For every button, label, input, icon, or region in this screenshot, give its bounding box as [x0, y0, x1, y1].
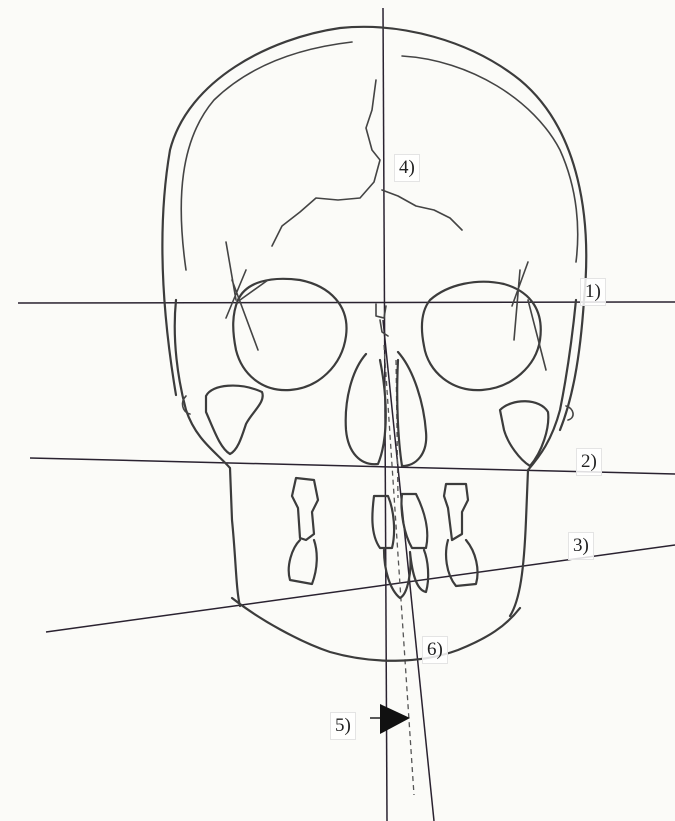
label-2: 2) — [576, 448, 602, 476]
label-1: 1) — [580, 278, 606, 306]
label-3: 3) — [568, 532, 594, 560]
label-6: 6) — [422, 636, 448, 664]
label-5: 5) — [330, 712, 356, 740]
label-4: 4) — [394, 154, 420, 182]
arrow-head-icon — [380, 704, 410, 734]
